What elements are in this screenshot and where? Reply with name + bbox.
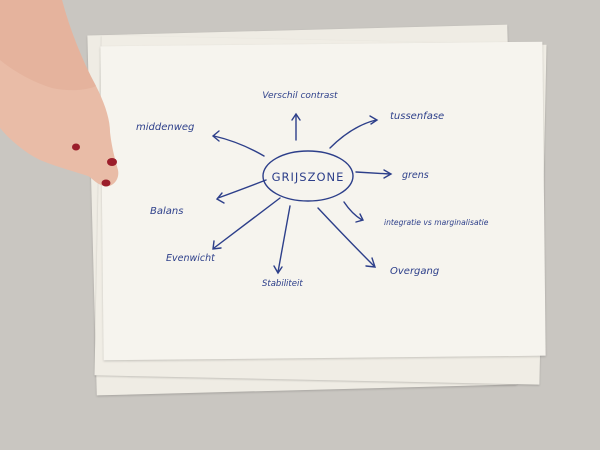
branch-label-verschil: Verschil contrast — [262, 91, 338, 101]
branch-label-middenweg: middenweg — [136, 122, 194, 133]
branch-label-integratie: integratie vs marginalisatie — [384, 218, 489, 227]
arrow-middenweg — [213, 135, 265, 157]
arrowhead-grens — [383, 169, 393, 179]
arrowhead-tussenfase — [369, 115, 379, 125]
center-label: GRIJSZONE — [272, 170, 345, 184]
branch-label-grens: grens — [402, 170, 429, 181]
arrowhead-overgang — [365, 257, 377, 268]
center-ellipse — [262, 150, 354, 202]
arrow-evenwicht — [213, 197, 281, 249]
arrow-grens — [355, 171, 391, 175]
branch-label-tussenfase: tussenfase — [390, 111, 444, 122]
arrow-integratie — [343, 201, 363, 221]
arrowhead-middenweg — [211, 130, 220, 142]
arrow-tussenfase — [329, 119, 377, 149]
arrowhead-integratie — [355, 213, 365, 223]
arrowhead-verschil — [291, 112, 301, 121]
branch-label-evenwicht: Evenwicht — [166, 253, 216, 264]
arrow-stabiliteit — [277, 205, 291, 273]
arrowhead-stabiliteit — [273, 265, 283, 275]
branch-label-balans: Balans — [150, 206, 183, 217]
arrow-overgang — [317, 207, 375, 267]
branch-label-overgang: Overgang — [390, 266, 439, 277]
arrowhead-evenwicht — [212, 240, 222, 250]
arrow-balans — [217, 179, 267, 199]
arrowhead-balans — [215, 192, 225, 204]
branch-label-stabiliteit: Stabiliteit — [262, 279, 303, 289]
